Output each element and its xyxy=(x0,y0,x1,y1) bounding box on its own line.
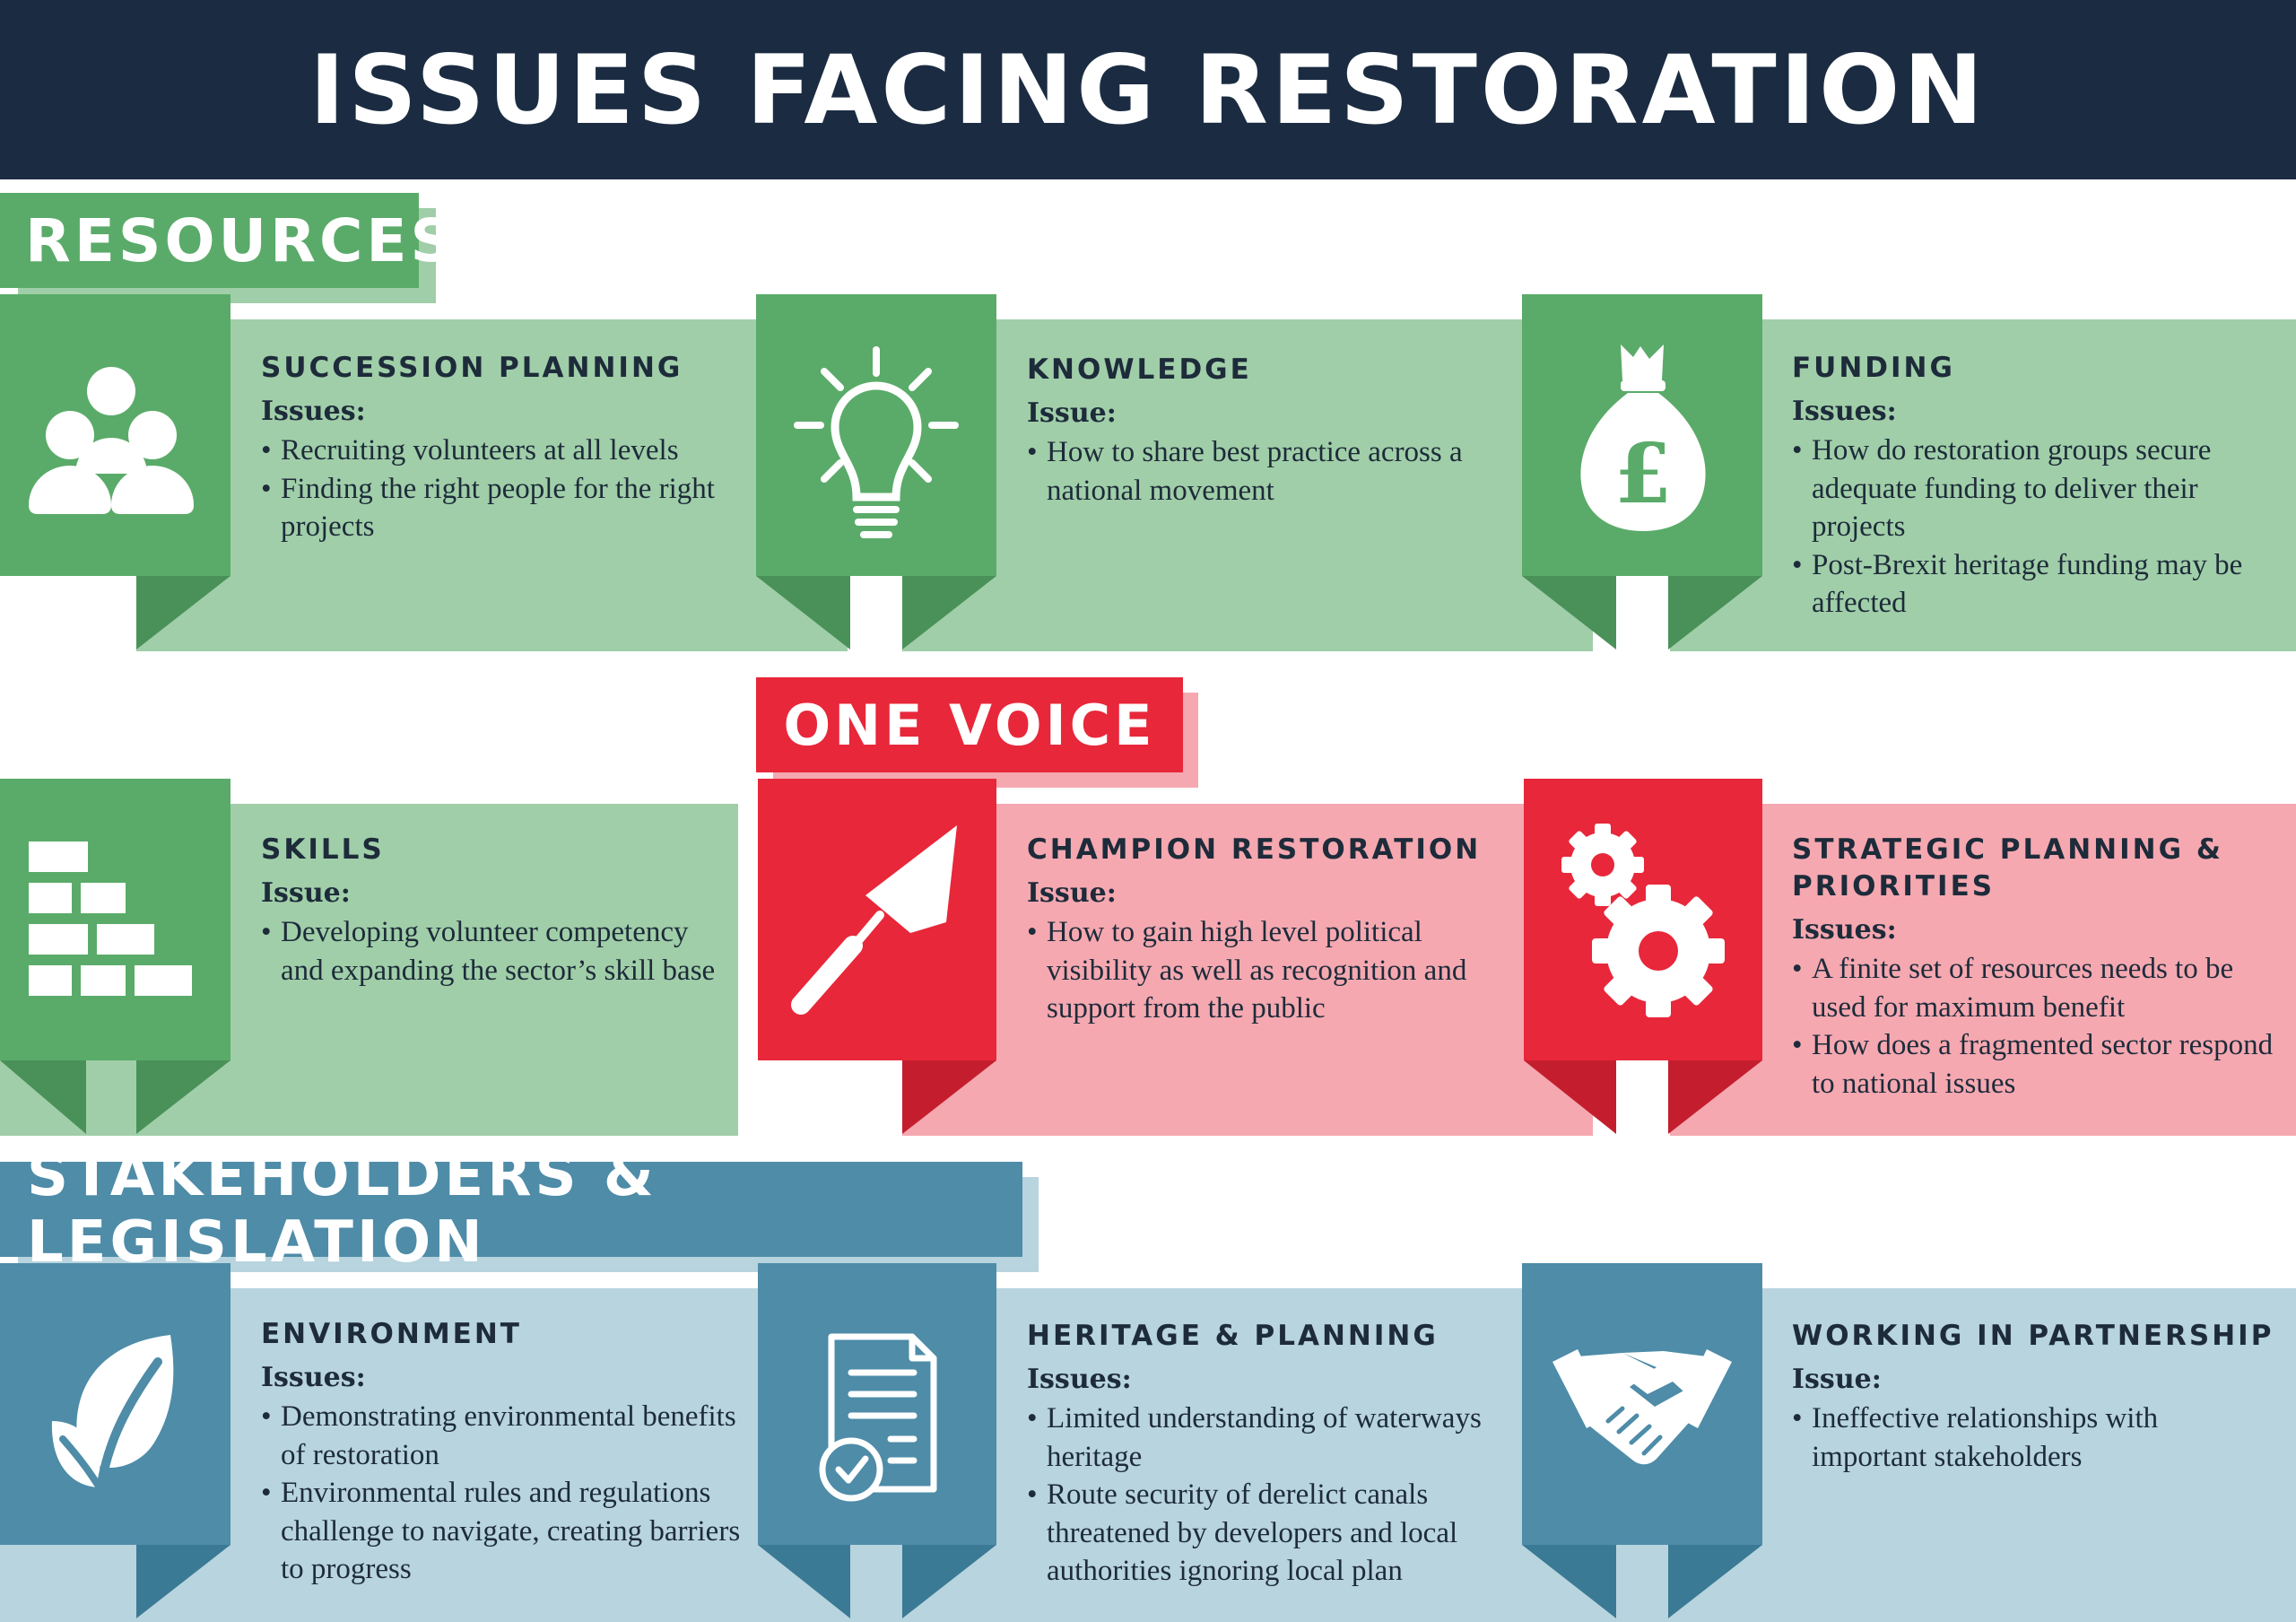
card-issues-label: Issues: xyxy=(261,1362,366,1393)
card-issue-list: Limited understanding of waterways herit… xyxy=(1027,1400,1529,1591)
card-issue-list: How do restoration groups secure adequat… xyxy=(1792,432,2276,623)
card-succession-text: SUCCESSION PLANNING Issues: Recruiting v… xyxy=(261,350,727,546)
card-issues-label: Issue: xyxy=(261,877,351,909)
card-strategic-icon-box xyxy=(1524,779,1762,1060)
card-heritage-text: HERITAGE & PLANNING Issues: Limited unde… xyxy=(1027,1318,1529,1591)
list-item: Post-Brexit heritage funding may be affe… xyxy=(1792,546,2276,623)
card-succession-ribbon xyxy=(136,576,230,650)
list-item: Finding the right people for the right p… xyxy=(261,470,727,546)
card-title: STRATEGIC PLANNING & PRIORITIES xyxy=(1792,833,2223,903)
list-item: How to share best practice across a nati… xyxy=(1027,433,1493,510)
handshake-icon xyxy=(1552,1349,1732,1465)
card-environment-text: ENVIRONMENT Issues: Demonstrating enviro… xyxy=(261,1316,763,1589)
card-title: SUCCESSION PLANNING xyxy=(261,352,683,384)
card-issue-list: Ineffective relationships with important… xyxy=(1792,1400,2276,1476)
list-item: Environmental rules and regulations chal… xyxy=(261,1474,763,1589)
card-title: KNOWLEDGE xyxy=(1027,353,1252,386)
stakeholders-tab-label: STAKEHOLDERS & LEGISLATION xyxy=(27,1143,657,1276)
one-voice-tab-label: ONE VOICE xyxy=(783,692,1156,758)
svg-text:£: £ xyxy=(1614,425,1672,522)
card-title: WORKING IN PARTNERSHIP xyxy=(1792,1320,2274,1352)
list-item: A finite set of resources needs to be us… xyxy=(1792,950,2276,1026)
card-issue-list: Developing volunteer competency and expa… xyxy=(261,913,727,990)
card-heritage-ribbon xyxy=(758,1545,996,1618)
list-item: Recruiting volunteers at all levels xyxy=(261,432,727,470)
one-voice-tab: ONE VOICE xyxy=(756,677,1183,772)
card-partnership-text: WORKING IN PARTNERSHIP Issue: Ineffectiv… xyxy=(1792,1318,2276,1476)
card-skills-icon-box xyxy=(0,779,230,1060)
card-funding-icon-box: £ xyxy=(1522,294,1762,576)
card-environment-ribbon xyxy=(136,1545,230,1618)
card-heritage-icon-box xyxy=(758,1263,996,1545)
card-issue-list: Demonstrating environmental benefits of … xyxy=(261,1398,763,1589)
card-skills-text: SKILLS Issue: Developing volunteer compe… xyxy=(261,832,727,990)
card-funding-text: FUNDING Issues: How do restoration group… xyxy=(1792,350,2276,623)
resources-tab: RESOURCES xyxy=(0,193,453,288)
card-champion-ribbon xyxy=(902,1060,996,1134)
card-title: ENVIRONMENT xyxy=(261,1318,522,1350)
gears-icon xyxy=(1561,824,1725,1017)
card-strategic-ribbon xyxy=(1524,1060,1762,1134)
list-item: Demonstrating environmental benefits of … xyxy=(261,1398,763,1474)
card-issues-label: Issues: xyxy=(261,396,366,427)
card-knowledge-text: KNOWLEDGE Issue: How to share best pract… xyxy=(1027,352,1493,510)
card-issues-label: Issue: xyxy=(1027,397,1117,429)
card-partnership-icon-box xyxy=(1522,1263,1762,1545)
people-group-icon xyxy=(29,367,194,514)
card-environment-icon-box xyxy=(0,1263,230,1545)
card-issues-label: Issues: xyxy=(1792,396,1897,427)
card-issues-label: Issue: xyxy=(1792,1364,1882,1395)
trowel-icon xyxy=(791,825,957,1015)
card-funding-ribbon xyxy=(1522,576,1762,650)
brick-wall-icon xyxy=(29,842,192,996)
card-partnership-ribbon xyxy=(1522,1545,1762,1618)
resources-tab-label: RESOURCES xyxy=(25,205,457,275)
card-issue-list: How to gain high level political visibil… xyxy=(1027,913,1493,1028)
card-title: FUNDING xyxy=(1792,352,1955,384)
leaf-icon xyxy=(51,1335,174,1494)
card-champion-text: CHAMPION RESTORATION Issue: How to gain … xyxy=(1027,832,1493,1028)
page-title: ISSUES FACING RESTORATION xyxy=(309,34,1987,145)
card-strategic-text: STRATEGIC PLANNING & PRIORITIES Issues: … xyxy=(1792,832,2276,1103)
list-item: Route security of derelict canals threat… xyxy=(1027,1476,1529,1591)
stakeholders-tab: STAKEHOLDERS & LEGISLATION xyxy=(0,1143,1022,1276)
list-item: Ineffective relationships with important… xyxy=(1792,1400,2276,1476)
list-item: How does a fragmented sector respond to … xyxy=(1792,1026,2276,1103)
card-issue-list: A finite set of resources needs to be us… xyxy=(1792,950,2276,1103)
card-issue-list: Recruiting volunteers at all levels Find… xyxy=(261,432,727,546)
card-title: CHAMPION RESTORATION xyxy=(1027,833,1482,866)
lightbulb-icon xyxy=(794,346,959,538)
document-check-icon xyxy=(819,1333,937,1502)
header-bar: ISSUES FACING RESTORATION xyxy=(0,0,2296,179)
card-title: HERITAGE & PLANNING xyxy=(1027,1320,1439,1352)
list-item: Limited understanding of waterways herit… xyxy=(1027,1400,1529,1476)
card-succession-icon-box xyxy=(0,294,230,576)
card-issues-label: Issues: xyxy=(1792,914,1897,946)
card-title: SKILLS xyxy=(261,833,385,866)
card-knowledge-icon-box xyxy=(756,294,996,576)
list-item: How do restoration groups secure adequat… xyxy=(1792,432,2276,546)
card-issues-label: Issues: xyxy=(1027,1364,1132,1395)
money-bag-icon: £ xyxy=(1580,344,1706,531)
card-skills-ribbon xyxy=(0,1060,230,1134)
card-champion-icon-box xyxy=(758,779,996,1060)
card-knowledge-ribbon xyxy=(756,576,996,650)
list-item: Developing volunteer competency and expa… xyxy=(261,913,727,990)
card-issue-list: How to share best practice across a nati… xyxy=(1027,433,1493,510)
list-item: How to gain high level political visibil… xyxy=(1027,913,1493,1028)
card-issues-label: Issue: xyxy=(1027,877,1117,909)
